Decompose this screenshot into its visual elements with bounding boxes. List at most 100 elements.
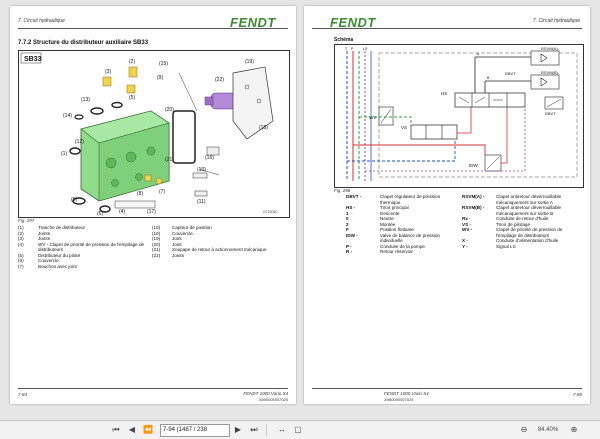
dbvt-right-label: DBVT <box>545 111 556 116</box>
legend-text: Joints <box>172 252 185 258</box>
figure-caption: Fig. 297 <box>18 218 35 223</box>
legend-key: (7) <box>18 263 24 269</box>
rsvm-b-label: RSVM(B) <box>541 70 559 75</box>
fendt-logo: FENDT <box>230 15 276 30</box>
svg-text:P: P <box>351 47 354 51</box>
legend-row: WV -Clapet de priorité de pression de l'… <box>462 227 584 238</box>
legend-row: (4) WV - Clapet de priorité de pression d… <box>18 242 150 253</box>
first-page-icon[interactable]: ⏮ <box>112 425 120 434</box>
page-number-input[interactable] <box>160 424 230 437</box>
toolbar-separator <box>266 424 267 436</box>
legend-key: (6) <box>18 258 24 263</box>
zoom-out-icon[interactable]: ⊖ <box>520 425 528 434</box>
legend-row: (22) Joints <box>152 253 267 259</box>
legend-key: P - <box>346 243 352 249</box>
next-page-icon[interactable]: ▶ <box>234 425 242 434</box>
rsvm-a-label: RSVM(A) <box>541 46 559 51</box>
schematic-drawing: RSVM(A) RSVM(B) DBVT DBVT HS VS WV <box>345 46 578 181</box>
header-section-title: 7. Circuit hydraulique <box>533 18 580 24</box>
legend-text: Valve de balance de pression individuell… <box>380 232 440 244</box>
header-rule <box>312 28 582 29</box>
legend-row: P -Conduite de la pompe <box>346 244 458 250</box>
dbvt-top-label: DBVT <box>505 71 516 76</box>
svg-text:(11): (11) <box>197 199 206 205</box>
legend-row: (16) Capteur de position <box>152 225 267 231</box>
legend-text: Conduite de retour d'huile <box>496 216 549 221</box>
svg-text:(19): (19) <box>245 59 254 65</box>
legend-text: Joint <box>172 241 182 247</box>
legend-row: Y -Signal LS <box>462 244 584 250</box>
legend-key: X - <box>462 238 468 243</box>
legend-key: VS - <box>462 221 471 227</box>
prev-page-icon[interactable]: ◀ <box>128 425 136 434</box>
footer-code: X990005557025 <box>258 397 288 402</box>
svg-text:(7): (7) <box>159 189 165 195</box>
legend-text: Clapet antiretour déverrouillable mécani… <box>496 194 562 205</box>
svg-text:(20): (20) <box>165 107 174 113</box>
exploded-view-drawing: SB33 <box>20 52 277 217</box>
legend-row: (2)Joints <box>18 231 150 237</box>
legend-row: (19)Joint <box>152 236 267 242</box>
legend-text: Clapet antiretour déverrouillable mécani… <box>496 205 562 216</box>
zoom-level[interactable]: 84.40% <box>537 427 559 433</box>
legend-text: Clapet régulateur de pression thermique <box>380 194 441 205</box>
legend-right: RSVM(A) - Clapet antiretour déverrouillab… <box>462 194 584 249</box>
fit-width-icon[interactable]: ↔ <box>278 425 286 434</box>
legend-key: RSVM(B) - <box>462 205 485 210</box>
svg-text:(10): (10) <box>197 167 206 173</box>
svg-text:(18): (18) <box>259 125 268 131</box>
legend-key: (16) <box>152 225 161 230</box>
footer-model: FENDT 1000 Vario S4 <box>243 391 288 396</box>
legend-row: (7)Bouchon avec joint <box>18 264 150 270</box>
port-labels: T P LS A B <box>345 47 490 80</box>
legend-text: Joints <box>38 230 51 236</box>
legend-row: (6) Couvercle. <box>18 258 150 264</box>
legend-key: Rx - <box>462 216 471 221</box>
legend-text: Distributeur du piloté <box>38 252 81 258</box>
idw-label: IDW <box>469 163 479 168</box>
legend-text: Joints <box>38 236 51 241</box>
legend-row: RSVM(B) - Clapet antiretour déverrouillab… <box>462 205 584 216</box>
pdf-viewer-toolbar: ⏮ ◀ ⏪ ▶ ⏭ ↔ ▢ ⊖ 84.40% ⊕ <box>0 420 600 439</box>
svg-text:(9): (9) <box>71 197 77 203</box>
footer-rule <box>18 388 288 389</box>
svg-text:(2): (2) <box>129 59 135 65</box>
first-page-icon[interactable]: ⏪ <box>143 425 153 434</box>
legend-key: (22) <box>152 252 161 258</box>
legend-text: Couvercle. <box>38 258 60 263</box>
legend-key: (3) <box>18 236 24 241</box>
legend-key: DBVT - <box>346 194 362 199</box>
legend-row: (20)Joint <box>152 242 267 248</box>
svg-text:(14): (14) <box>63 113 72 119</box>
legend-text: WV - Clapet de priorité de pression de l… <box>38 241 145 253</box>
svg-text:(16): (16) <box>205 155 214 161</box>
svg-text:(9): (9) <box>157 75 163 81</box>
fit-page-icon[interactable]: ▢ <box>294 425 302 434</box>
legend-text: Tiroir principal <box>380 205 409 210</box>
legend-key: RSVM(A) - <box>462 194 485 199</box>
legend-text: Clapet de priorité de pression de l'empi… <box>496 227 563 238</box>
footer-model: FENDT 1000 Vario S4 <box>384 391 429 396</box>
svg-text:(13): (13) <box>81 97 90 103</box>
legend-row: R -Retour réservoir <box>346 249 458 255</box>
legend-left: DBVT - Clapet régulateur de pression ther… <box>346 194 458 255</box>
footer-rule <box>312 388 582 389</box>
last-page-icon[interactable]: ⏭ <box>250 425 258 434</box>
diagram-tag: SB33 <box>24 56 42 63</box>
legend-key: (4) <box>18 241 24 247</box>
legend-text: Capteur de position <box>172 225 212 230</box>
legend-key: Y - <box>462 243 468 249</box>
svg-text:B: B <box>487 76 490 80</box>
section-title: 7.7.2 Structure du distributeur auxiliai… <box>18 40 149 46</box>
svg-text:T: T <box>345 47 348 51</box>
legend-text: Couvercle. <box>172 230 194 236</box>
legend-text: Retour réservoir <box>380 249 413 254</box>
svg-text:(8): (8) <box>137 191 143 197</box>
svg-text:A: A <box>477 52 480 56</box>
legend-text: Conduite d'alimentation d'huile <box>496 238 559 243</box>
zoom-in-icon[interactable]: ⊕ <box>570 425 578 434</box>
